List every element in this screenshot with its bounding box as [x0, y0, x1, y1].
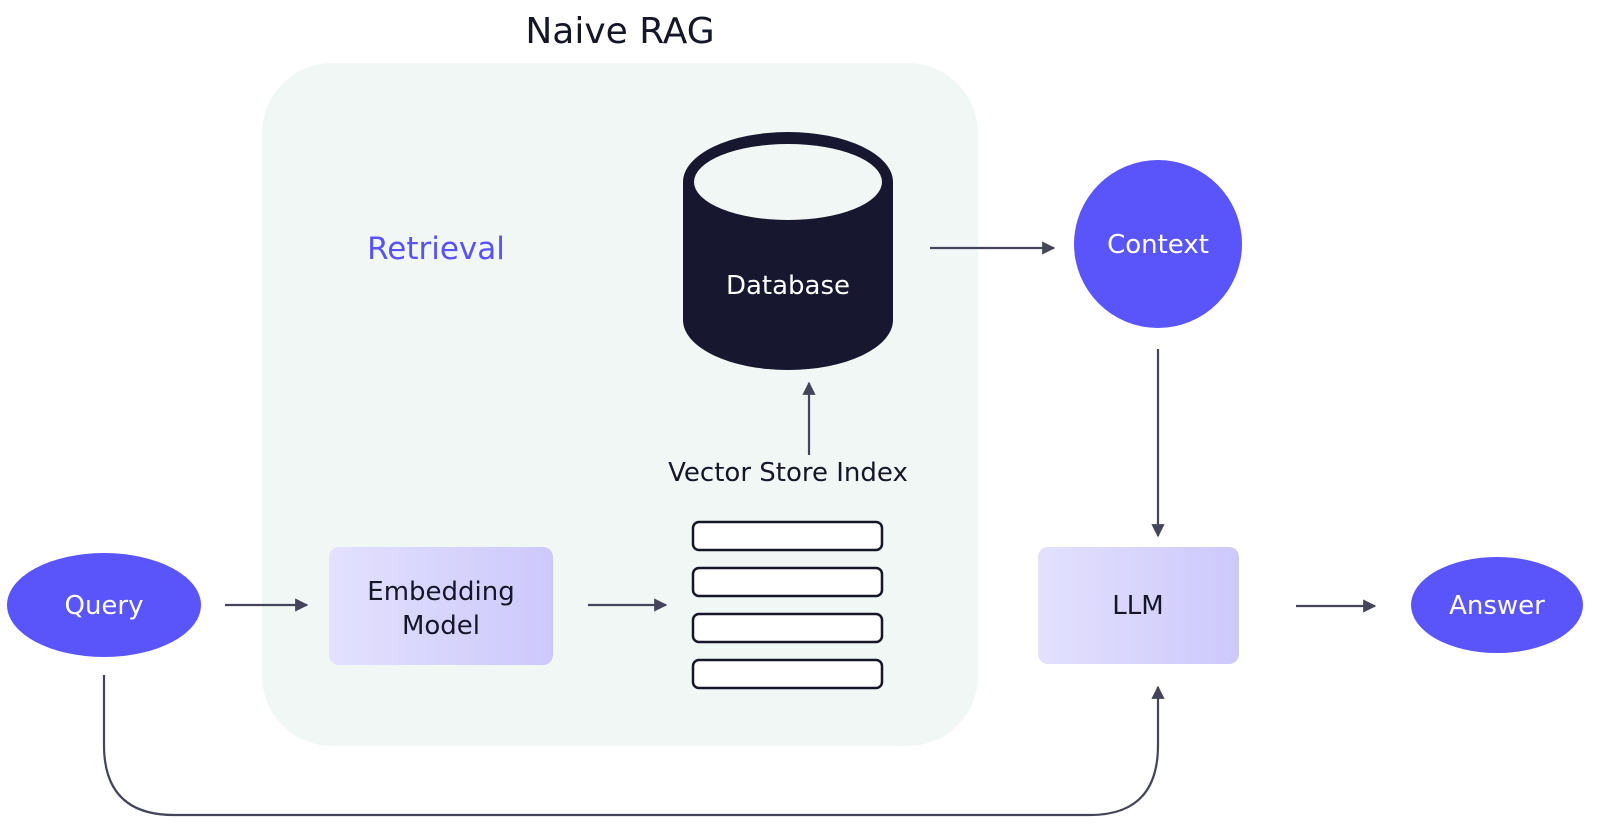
embedding-model-label-line2: Model	[402, 611, 480, 641]
llm-box	[1038, 547, 1239, 664]
answer-node[interactable]: Answer	[1411, 557, 1583, 653]
vector-store-index-node[interactable]	[691, 520, 884, 690]
llm-label: LLM	[1112, 591, 1163, 621]
llm-node[interactable]: LLM	[1038, 547, 1239, 664]
embedding-model-box	[329, 547, 553, 665]
answer-ellipse	[1411, 557, 1583, 653]
index-row	[691, 566, 884, 598]
embedding-model-label-line1: Embedding	[367, 577, 514, 607]
query-node[interactable]: Query	[7, 553, 201, 657]
database-cylinder-top	[694, 144, 882, 220]
database-label: Database	[726, 271, 850, 301]
vector-store-index-label: Vector Store Index	[668, 458, 908, 488]
diagram-title: Naive RAG	[525, 11, 714, 52]
retrieval-label: Retrieval	[367, 231, 505, 267]
context-circle	[1074, 160, 1242, 328]
edge-query-to-llm	[102, 675, 1165, 817]
context-node[interactable]: Context	[1074, 160, 1242, 328]
context-label: Context	[1107, 230, 1209, 260]
query-ellipse	[7, 553, 201, 657]
database-node[interactable]: Database	[683, 132, 893, 370]
index-row	[691, 612, 884, 644]
query-label: Query	[64, 591, 143, 621]
embedding-model-node[interactable]: Embedding Model	[329, 547, 553, 665]
index-row	[691, 658, 884, 690]
index-row	[691, 520, 884, 552]
answer-label: Answer	[1449, 591, 1545, 621]
